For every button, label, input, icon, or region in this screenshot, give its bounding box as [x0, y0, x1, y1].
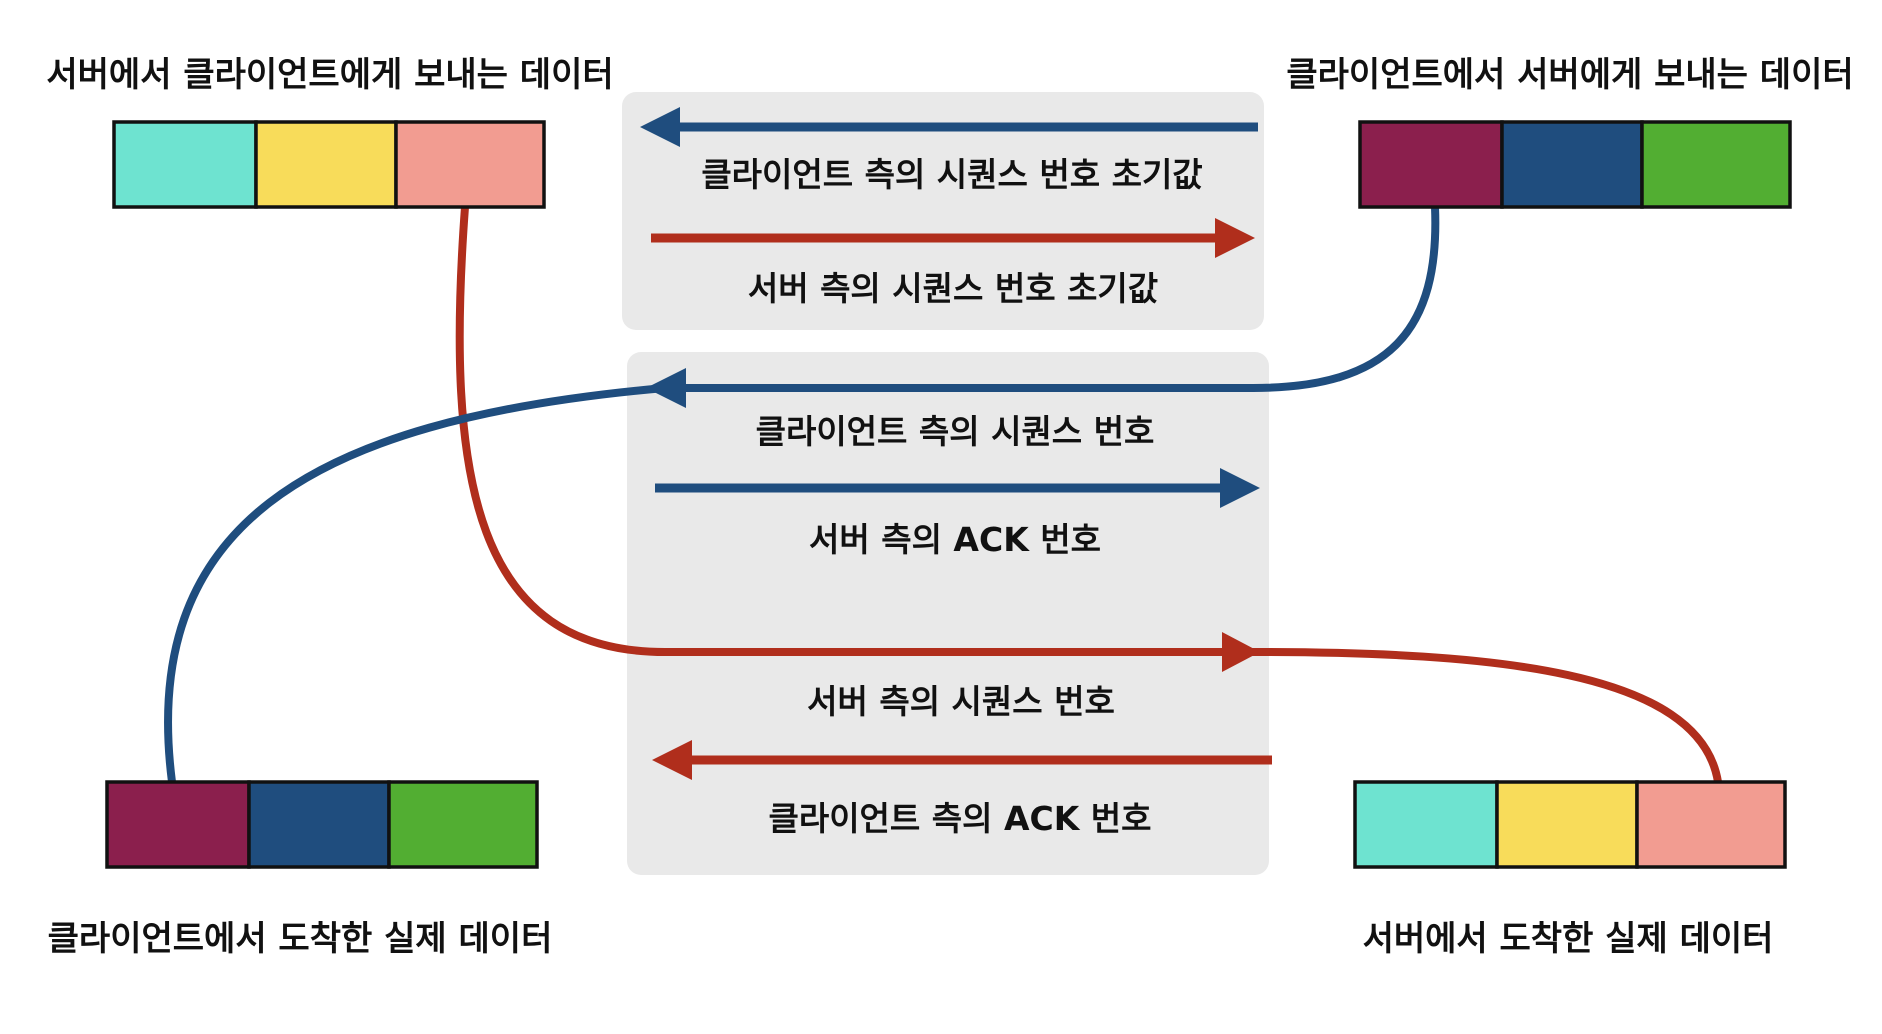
- server-send-blocks: [112, 120, 546, 209]
- arrow-server-seq-init: [651, 218, 1255, 258]
- client-send-blocks: [1358, 120, 1792, 209]
- client-send-title: 클라이언트에서 서버에게 보내는 데이터: [1286, 55, 1853, 95]
- exchange-panel: [627, 352, 1269, 875]
- arrow-client-ack: [652, 740, 1272, 780]
- server-data-curve: [455, 206, 1722, 783]
- arrow-client-seq: [646, 368, 686, 408]
- data-block: [394, 120, 546, 209]
- client-seq-label: 클라이언트 측의 시퀀스 번호: [756, 412, 1155, 451]
- data-block: [1500, 120, 1644, 209]
- data-block: [247, 780, 391, 869]
- data-block: [1353, 780, 1499, 869]
- client-data-curve: [164, 206, 1440, 783]
- data-block: [112, 120, 258, 209]
- data-block: [1635, 780, 1787, 869]
- server-send-title: 서버에서 클라이언트에게 보내는 데이터: [46, 55, 613, 95]
- client-arrived-title: 클라이언트에서 도착한 실제 데이터: [48, 919, 553, 959]
- server-arrived-title: 서버에서 도착한 실제 데이터: [1363, 919, 1774, 959]
- data-block: [1358, 120, 1504, 209]
- data-block: [254, 120, 398, 209]
- handshake-panel: [622, 92, 1264, 330]
- data-block: [387, 780, 539, 869]
- arrow-server-seq: [1222, 632, 1260, 672]
- data-block: [1495, 780, 1639, 869]
- data-block: [105, 780, 251, 869]
- client-arrived-blocks: [105, 780, 539, 869]
- server-seq-init-label: 서버 측의 시퀀스 번호 초기값: [748, 269, 1158, 308]
- arrow-client-seq-init: [640, 107, 1258, 147]
- client-ack-label: 클라이언트 측의 ACK 번호: [768, 799, 1151, 838]
- data-block: [1640, 120, 1792, 209]
- server-arrived-blocks: [1353, 780, 1787, 869]
- client-seq-init-label: 클라이언트 측의 시퀀스 번호 초기값: [701, 155, 1202, 194]
- server-seq-label: 서버 측의 시퀀스 번호: [807, 682, 1115, 721]
- server-ack-label: 서버 측의 ACK 번호: [809, 520, 1101, 559]
- arrow-server-ack: [655, 468, 1260, 508]
